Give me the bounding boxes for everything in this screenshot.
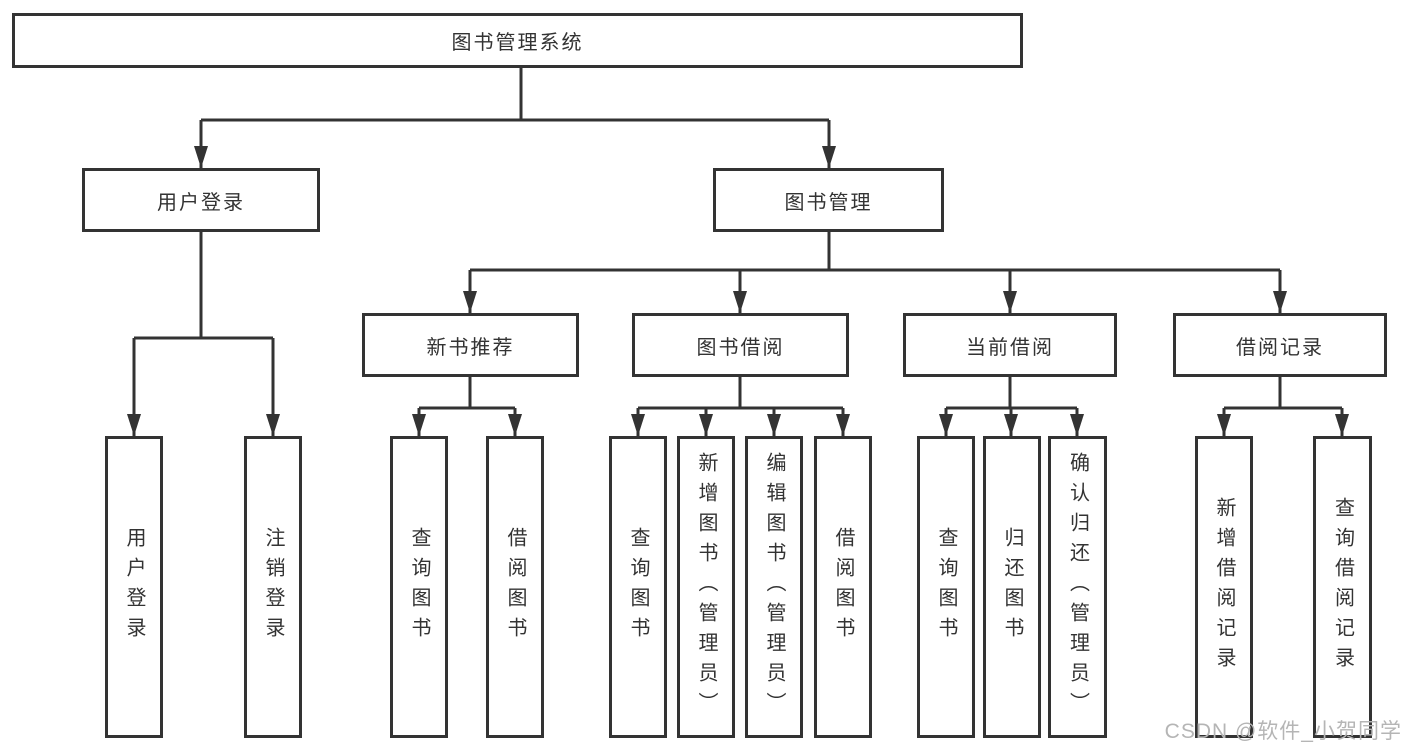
node-new-book-recommend: 新书推荐 [362, 313, 579, 377]
node-borrow-records: 借阅记录 [1173, 313, 1387, 377]
leaf-confirm-return-admin-label: 确认归还（管理员） [1066, 452, 1089, 722]
node-user-login-label: 用户登录 [157, 191, 245, 214]
leaf-query-books-recommend-label: 查询图书 [408, 527, 430, 647]
leaf-add-book-admin-label: 新增图书（管理员） [695, 452, 717, 722]
leaf-query-books-recommend: 查询图书 [390, 436, 448, 738]
leaf-user-login-label: 用户登录 [123, 527, 145, 647]
node-root: 图书管理系统 [12, 13, 1023, 68]
leaf-user-login: 用户登录 [105, 436, 163, 738]
node-current-borrow: 当前借阅 [903, 313, 1117, 377]
csdn-watermark: CSDN @软件_小贺同学 [1164, 720, 1402, 743]
leaf-add-book-admin: 新增图书（管理员） [677, 436, 735, 738]
node-current-borrow-label: 当前借阅 [966, 336, 1054, 359]
node-root-label: 图书管理系统 [451, 32, 584, 54]
leaf-add-borrow-record-label: 新增借阅记录 [1213, 497, 1235, 677]
node-book-borrow-label: 图书借阅 [696, 336, 785, 359]
leaf-logout-label: 注销登录 [262, 527, 284, 647]
leaf-logout: 注销登录 [244, 436, 302, 738]
leaf-confirm-return-admin: 确认归还（管理员） [1048, 436, 1107, 738]
node-borrow-records-label: 借阅记录 [1236, 336, 1324, 359]
arrow-stems [127, 120, 1349, 436]
leaf-edit-book-admin-label: 编辑图书（管理员） [763, 452, 785, 722]
leaf-borrow-books-label: 借阅图书 [832, 527, 854, 647]
trunk-lines [134, 67, 1342, 410]
node-book-management: 图书管理 [713, 168, 944, 232]
node-user-login: 用户登录 [82, 168, 320, 232]
node-new-book-recommend-label: 新书推荐 [426, 336, 515, 359]
leaf-return-book-label: 归还图书 [1001, 527, 1023, 647]
leaf-query-borrow-record: 查询借阅记录 [1313, 436, 1372, 738]
leaf-query-books-current-label: 查询图书 [935, 527, 957, 647]
leaf-borrow-books: 借阅图书 [814, 436, 872, 738]
leaf-query-books-borrow-label: 查询图书 [627, 527, 649, 647]
leaf-query-borrow-record-label: 查询借阅记录 [1331, 497, 1354, 677]
leaf-query-books-borrow: 查询图书 [609, 436, 667, 738]
leaf-return-book: 归还图书 [983, 436, 1041, 738]
leaf-edit-book-admin: 编辑图书（管理员） [745, 436, 803, 738]
leaf-borrow-books-recommend-label: 借阅图书 [504, 527, 526, 647]
leaf-borrow-books-recommend: 借阅图书 [486, 436, 544, 738]
node-book-management-label: 图书管理 [784, 191, 873, 214]
leaf-query-books-current: 查询图书 [917, 436, 975, 738]
node-book-borrow: 图书借阅 [632, 313, 849, 377]
leaf-add-borrow-record: 新增借阅记录 [1195, 436, 1253, 738]
